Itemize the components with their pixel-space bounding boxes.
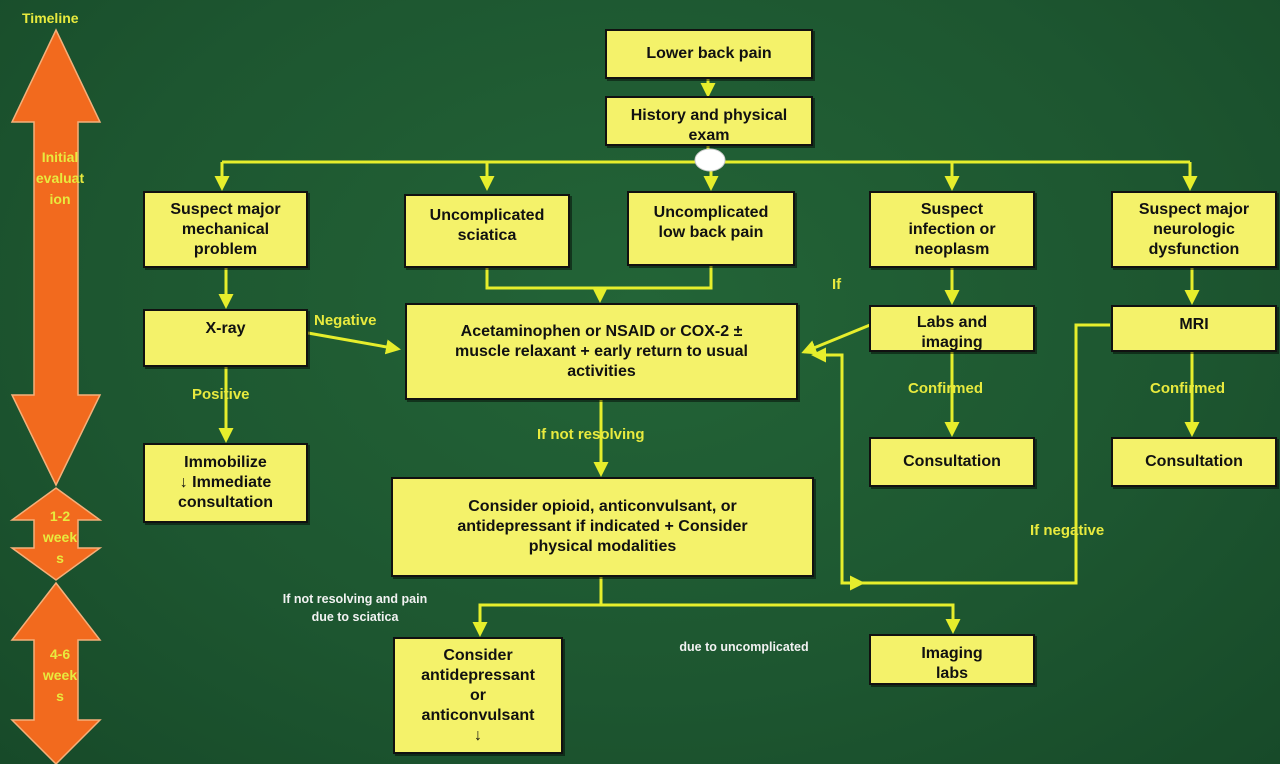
timeline-title: Timeline (22, 10, 79, 26)
node-mri: MRI (1111, 305, 1277, 352)
label-positive: Positive (192, 386, 250, 403)
label-if: If (832, 276, 842, 293)
timeline-stage-initial: Initial evaluat ion (35, 149, 85, 207)
node-immobilize: Immobilize ↓ Immediate consultation (143, 443, 308, 523)
edge-split-imaging (601, 603, 961, 634)
timeline-stage-1-2-weeks: 1-2 week s (42, 508, 78, 566)
node-lower-back-pain: Lower back pain (605, 29, 813, 79)
node-consultation-infection: Consultation (869, 437, 1035, 487)
node-imaging-labs: Imaging labs (869, 634, 1035, 685)
label-if-not-resolving: If not resolving (537, 426, 645, 443)
node-suspect-mechanical: Suspect major mechanical problem (143, 191, 308, 268)
edge-labs-acet (801, 323, 871, 355)
edge-xray-acet (307, 331, 401, 355)
edge-uncomp-acet (600, 266, 713, 290)
label-due-to-uncomplicated: due to uncomplicated (679, 640, 809, 654)
node-consider-antidepressant: Consider antidepressant or anticonvulsan… (393, 637, 563, 754)
node-history-exam: History and physical exam (605, 96, 813, 146)
node-xray: X-ray (143, 309, 308, 367)
node-uncomplicated-lbp: Uncomplicated low back pain (627, 191, 795, 266)
edge-sciatica-acet (485, 268, 608, 303)
edge-opioid-split (472, 577, 603, 637)
node-consider-opioid: Consider opioid, anticonvulsant, or anti… (391, 477, 814, 577)
label-if-not-resolving-sciatica: If not resolving and pain due to sciatic… (282, 592, 428, 624)
label-confirmed-infection: Confirmed (908, 380, 983, 397)
node-suspect-neurologic: Suspect major neurologic dysfunction (1111, 191, 1277, 268)
timeline-arrow-initial (10, 28, 102, 487)
timeline-arrow-1-2-weeks (9, 487, 103, 581)
label-negative: Negative (314, 312, 377, 329)
label-confirmed-neuro: Confirmed (1150, 380, 1225, 397)
node-acetaminophen: Acetaminophen or NSAID or COX-2 ± muscle… (405, 303, 798, 400)
splitter-node (694, 148, 726, 172)
timeline-arrow-4-6-weeks (10, 581, 102, 764)
node-suspect-infection: Suspect infection or neoplasm (869, 191, 1035, 268)
edge-mri-negative (811, 323, 1110, 585)
node-labs-imaging: Labs and imaging (869, 305, 1035, 352)
label-if-negative: If negative (1030, 522, 1105, 539)
timeline-stage-4-6-weeks: 4-6 week s (42, 646, 78, 704)
node-consultation-neuro: Consultation (1111, 437, 1277, 487)
node-uncomplicated-sciatica: Uncomplicated sciatica (404, 194, 570, 268)
